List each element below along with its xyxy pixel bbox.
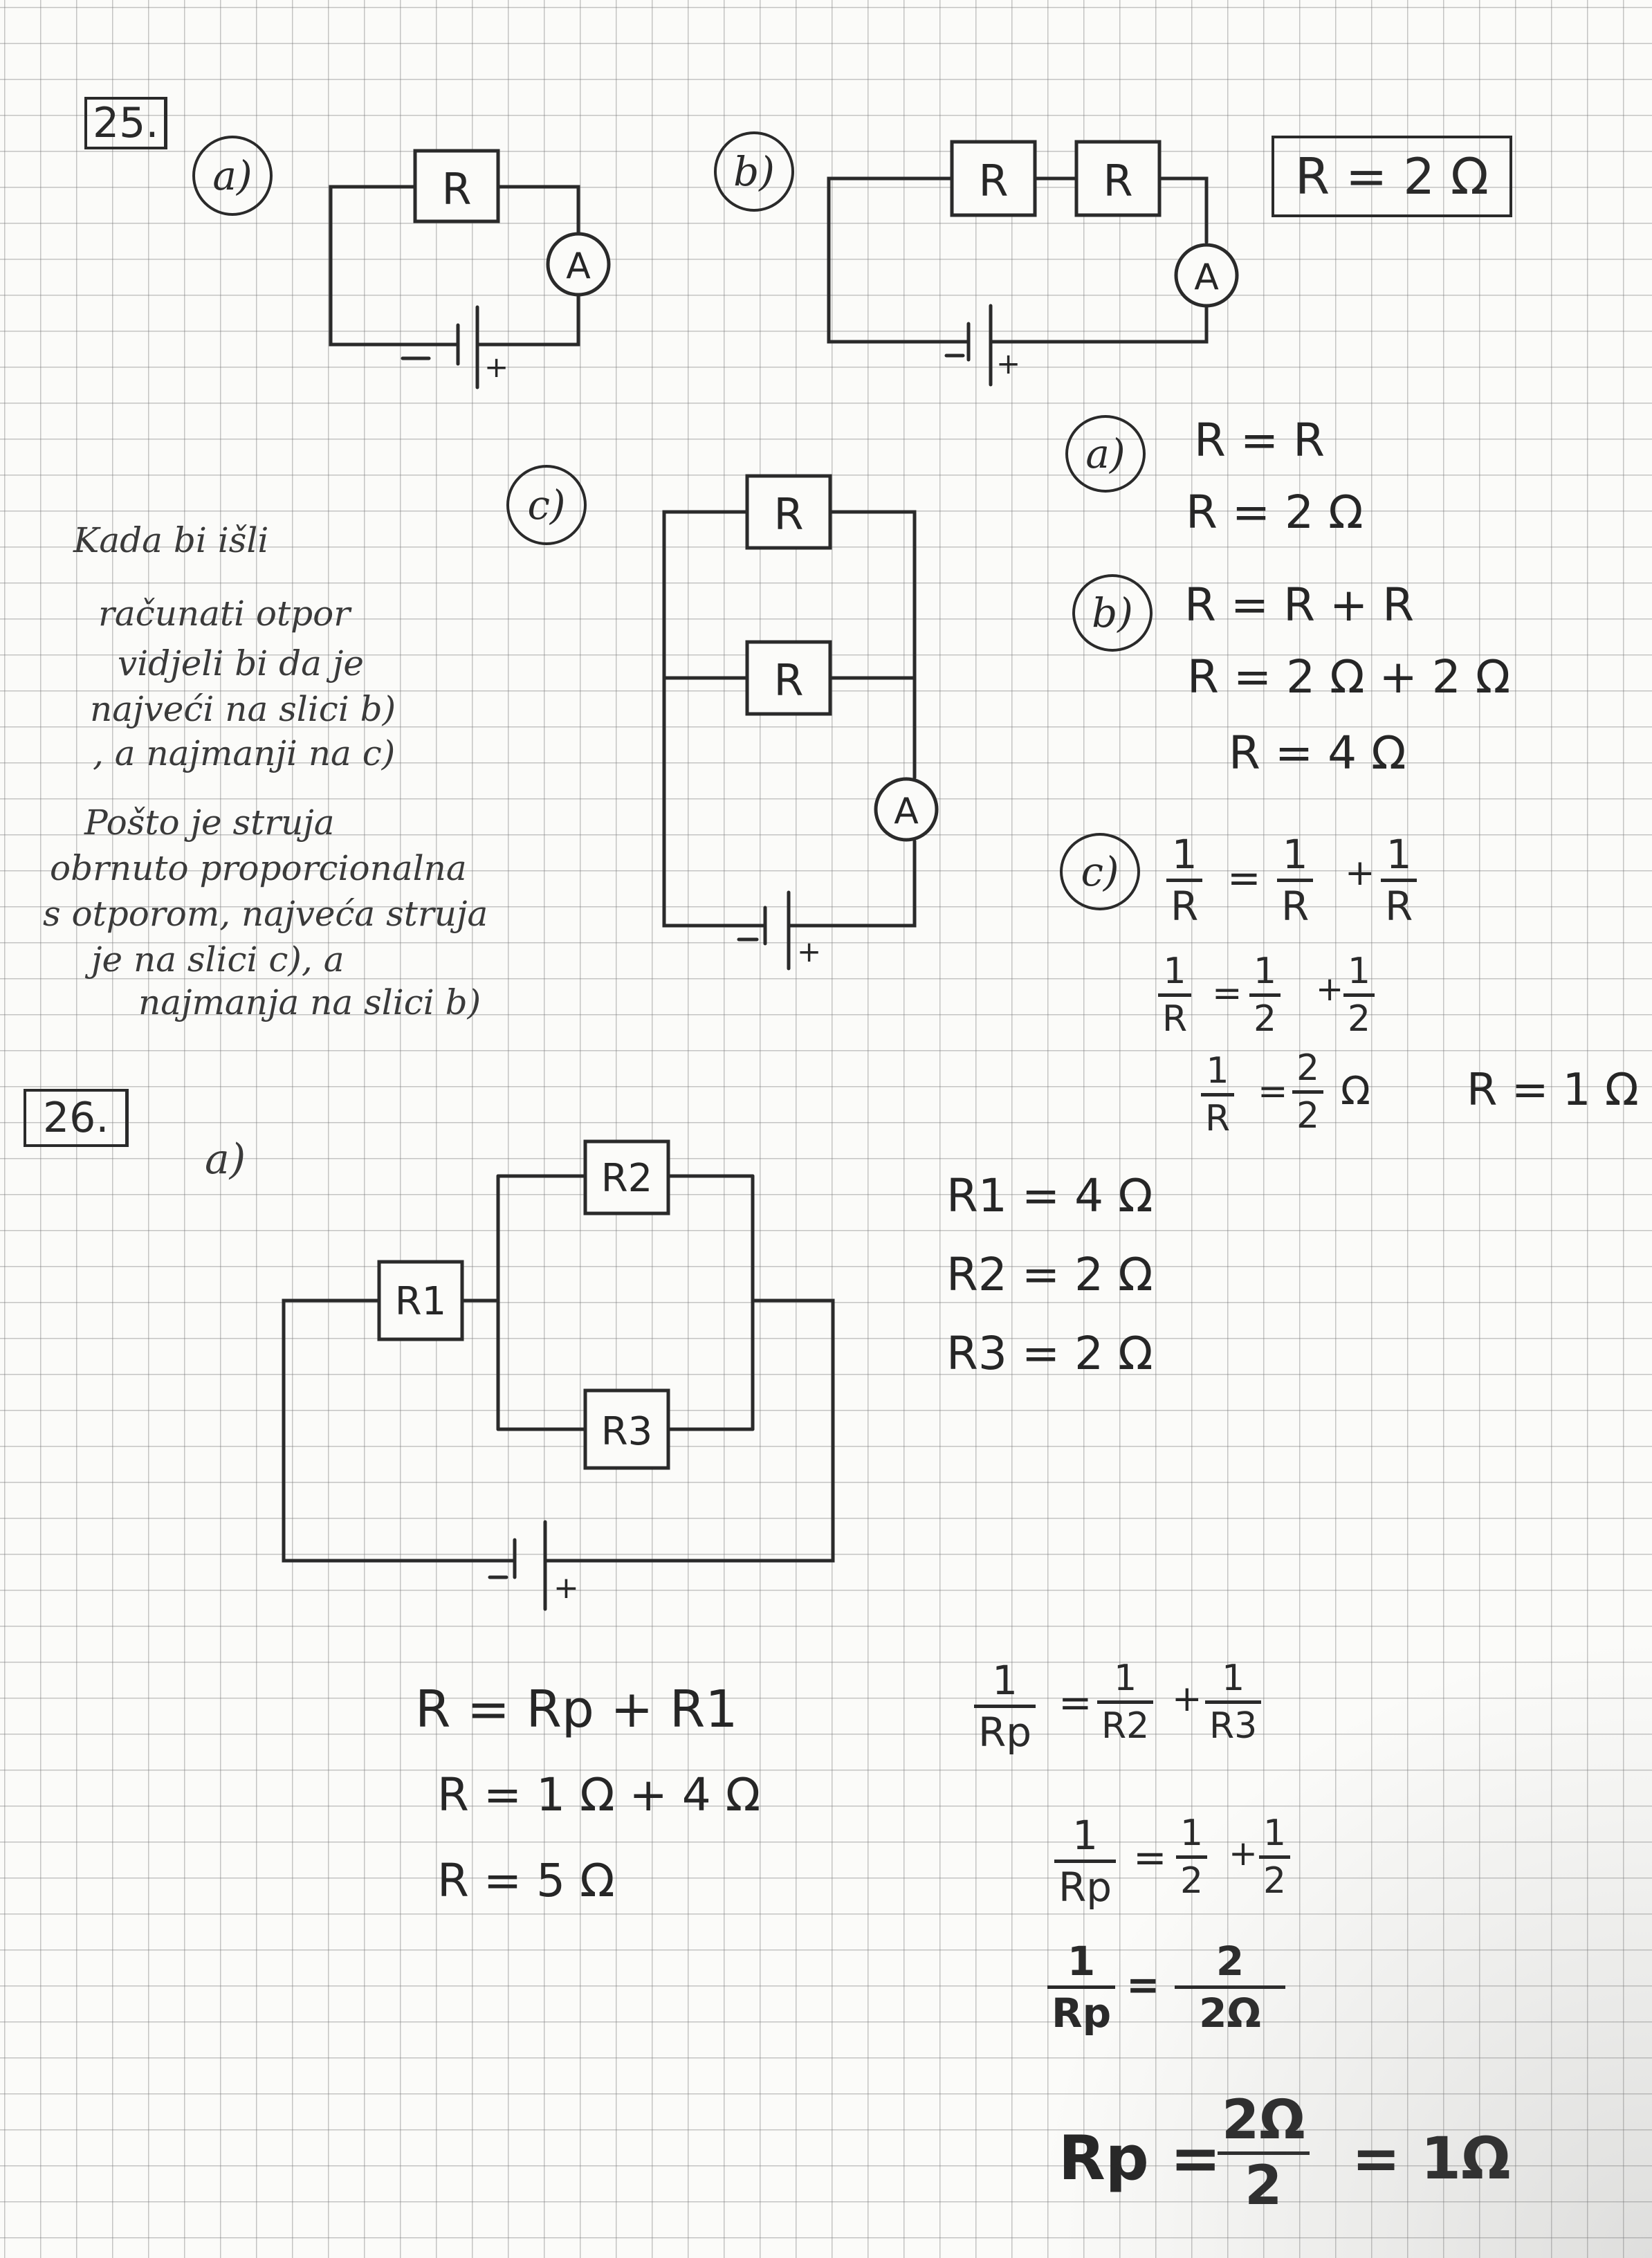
circuit-c-ammeter-label: A [894, 791, 919, 832]
c-eq3-unit: Ω [1341, 1069, 1370, 1114]
circuit-a-plus: + [484, 350, 508, 384]
solution-c-label: c) [1060, 833, 1140, 910]
p-eq1-equals: = [1058, 1679, 1092, 1726]
given-resistance-box: R = 2 Ω [1272, 136, 1512, 217]
p-eq1-plus: + [1172, 1678, 1202, 1720]
c-eq2-plus: + [1316, 970, 1344, 1009]
solution-b-line-3: R = 4 Ω [1229, 726, 1406, 780]
circuit-b-resistor-1-label: R [978, 156, 1008, 206]
circuit-b-ammeter-label: A [1194, 257, 1219, 298]
resistor-r2-label: R2 [601, 1156, 653, 1201]
resistor-r3-label: R3 [601, 1409, 653, 1454]
circuit-a-resistor-label: R [441, 164, 471, 214]
problem-26-a-label: a) [205, 1135, 246, 1184]
problem-26-number: 26. [24, 1089, 129, 1147]
series-line-1: R = Rp + R1 [415, 1680, 738, 1739]
series-line-2: R = 1 Ω + 4 Ω [437, 1768, 761, 1821]
explanation-line-8: s otporom, najveća struja [43, 894, 488, 934]
circuit-b-plus: + [996, 347, 1020, 380]
circuit-a [329, 149, 611, 389]
solution-b-line-1: R = R + R [1184, 578, 1415, 632]
c-result: R = 1 Ω [1467, 1065, 1639, 1116]
c-eq1-plus: + [1345, 852, 1375, 894]
p-eq3-equals: = [1126, 1961, 1160, 2008]
explanation-line-5: , a najmanji na c) [93, 733, 396, 773]
explanation-line-4: najveći na slici b) [90, 689, 396, 729]
c-eq1-equals: = [1227, 854, 1261, 901]
solution-a-label: a) [1065, 415, 1146, 493]
p-eq2-plus: + [1229, 1833, 1258, 1873]
explanation-line-3: vidjeli bi da je [118, 643, 364, 683]
circuit-c-resistor-1-label: R [773, 489, 803, 540]
solution-a-line-1: R = R [1194, 414, 1325, 467]
circuit-c-resistor-2-label: R [773, 655, 803, 706]
explanation-line-1: Kada bi išli [73, 520, 269, 560]
circuit-b-resistor-2-label: R [1103, 156, 1132, 206]
solution-b-line-2: R = 2 Ω + 2 Ω [1187, 650, 1511, 704]
given-r3: R3 = 2 Ω [946, 1327, 1153, 1380]
given-r2: R2 = 2 Ω [946, 1248, 1153, 1301]
explanation-line-6: Pošto je struja [84, 802, 335, 843]
circuit-b [827, 140, 1239, 387]
circuit-26 [282, 1139, 835, 1611]
circuit-a-ammeter-label: A [566, 246, 591, 287]
explanation-line-7: obrnuto proporcionalna [50, 848, 467, 888]
explanation-line-2: računati otpor [98, 594, 351, 634]
c-eq2-equals: = [1212, 973, 1242, 1014]
circuit-b-label: b) [714, 131, 794, 212]
series-line-3: R = 5 Ω [437, 1854, 615, 1907]
p-eq4-lhs: Rp = [1058, 2122, 1222, 2194]
circuit-c-label: c) [506, 465, 587, 545]
explanation-line-9: je na slici c), a [91, 939, 345, 980]
c-eq3-equals: = [1258, 1071, 1288, 1112]
resistor-r1-label: R1 [395, 1279, 447, 1324]
given-r1: R1 = 4 Ω [946, 1169, 1153, 1222]
solution-a-line-2: R = 2 Ω [1186, 486, 1364, 539]
p-eq2-equals: = [1133, 1834, 1167, 1881]
circuit-a-label: a) [192, 136, 273, 216]
problem-25-number: 25. [84, 97, 168, 149]
explanation-line-10: najmanja na slici b) [138, 982, 481, 1022]
p-eq4-result: = 1Ω [1352, 2124, 1511, 2192]
solution-b-label: b) [1072, 574, 1153, 652]
circuit-26-plus: + [553, 1570, 579, 1606]
circuit-c [662, 474, 939, 971]
circuit-c-plus: + [797, 935, 821, 969]
